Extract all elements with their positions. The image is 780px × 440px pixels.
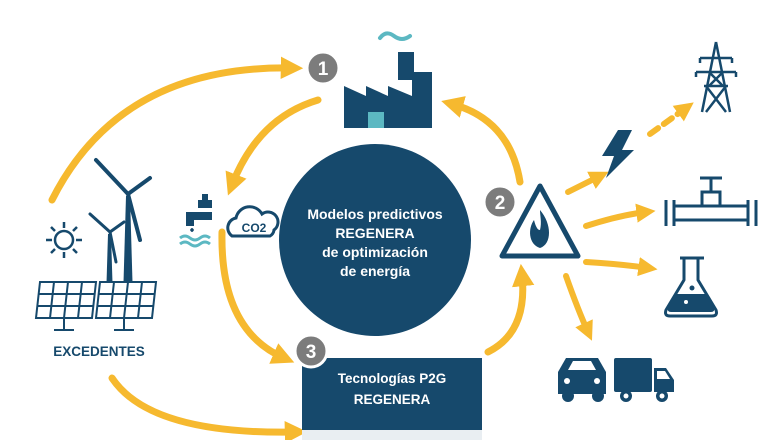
- surplus-label: EXCEDENTES: [53, 344, 145, 359]
- p2g-box-text: Tecnologías P2G REGENERA: [304, 368, 480, 410]
- step-badge-2: 2: [482, 184, 518, 220]
- arrow-methane-to-factory: [441, 96, 524, 186]
- factory-icon: [344, 31, 432, 128]
- arrow-factory-to-co2: [225, 96, 322, 196]
- center-line-1: Modelos predictivos: [307, 206, 443, 222]
- arrow-to-power-grid: [647, 102, 694, 137]
- sun-icon: [46, 222, 82, 258]
- step-number-3: 3: [306, 342, 317, 363]
- arrow-to-electricity: [565, 171, 609, 195]
- p2g-line-2: REGENERA: [353, 392, 431, 407]
- p2g-box: [302, 358, 482, 440]
- arrow-surplus-to-factory: [48, 56, 304, 204]
- step-badge-3: 3: [293, 333, 329, 369]
- power-tower-icon: [694, 41, 738, 113]
- step-number-2: 2: [495, 193, 506, 214]
- arrow-co2-to-p2g: [218, 228, 295, 364]
- wind-turbine-icon: [88, 158, 152, 300]
- truck-icon: [614, 358, 674, 402]
- step-badge-1: 1: [305, 50, 341, 86]
- step-number-1: 1: [318, 59, 329, 80]
- flame-warning-icon: [499, 183, 581, 259]
- solar-panel-icon: [34, 281, 158, 331]
- gas-pipe-icon: [664, 176, 758, 226]
- lightning-icon: [602, 130, 634, 178]
- arrow-to-chemicals: [583, 257, 658, 277]
- center-line-4: de energía: [339, 263, 411, 279]
- center-circle: [279, 144, 471, 336]
- p2g-line-1: Tecnologías P2G: [337, 371, 447, 386]
- center-line-3: de optimización: [322, 244, 428, 260]
- water-tap-icon: [179, 194, 212, 248]
- center-circle-text: Modelos predictivos REGENERA de optimiza…: [298, 205, 452, 281]
- arrow-to-gas-pipe: [583, 203, 656, 229]
- flow-arrows: [48, 56, 694, 440]
- arrow-p2g-to-methane: [484, 263, 535, 356]
- arrow-surplus-to-p2g: [108, 374, 308, 440]
- center-line-2: REGENERA: [335, 225, 415, 241]
- co2-cloud-icon: CO2: [226, 205, 280, 238]
- co2-label: CO2: [242, 221, 267, 235]
- flask-icon: [664, 256, 718, 318]
- car-icon: [558, 358, 606, 402]
- arrow-to-transport: [563, 273, 593, 341]
